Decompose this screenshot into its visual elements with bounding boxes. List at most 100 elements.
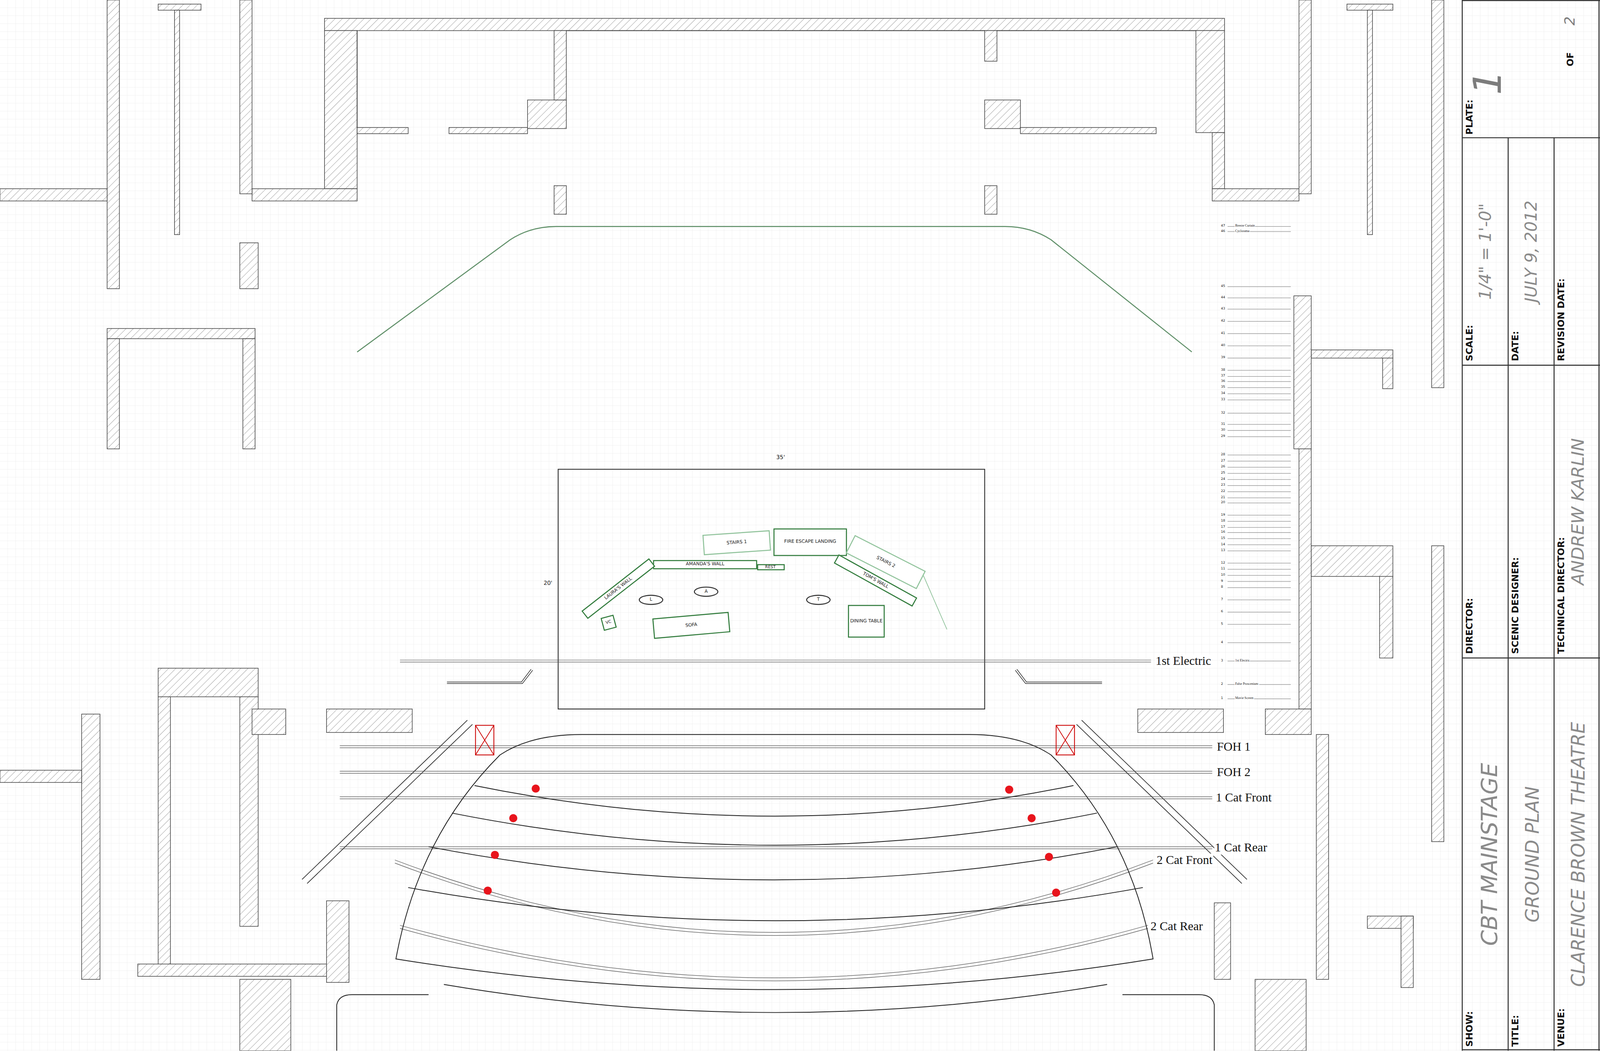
cyclorama [357, 226, 1192, 353]
field-value: CLARENCE BROWN THEATRE [1570, 722, 1590, 988]
vomitory [336, 995, 1215, 1051]
wall [1316, 734, 1329, 980]
lineset-number: 13 [1220, 549, 1226, 553]
field-value: ANDREW KARLIN [1570, 438, 1589, 586]
lineset-number: 44 [1220, 296, 1226, 300]
lineset-number: 35 [1220, 385, 1226, 390]
lineset-line [1227, 624, 1291, 625]
field-value: CBT MAINSTAGE [1477, 763, 1502, 947]
lineset-number: 8 [1220, 585, 1224, 590]
title-block-cell: VENUE:CLARENCE BROWN THEATRE [1554, 658, 1600, 1051]
scenic-wall: LAURA'S WALL [581, 558, 655, 620]
wall [1431, 545, 1444, 842]
lineset-line [1227, 370, 1291, 371]
walls [0, 0, 1444, 1051]
piece-label: REST [765, 565, 776, 570]
lineset-number: 31 [1220, 422, 1226, 427]
cell-rotator: DATE:JULY 9, 2012 [1508, 137, 1555, 366]
wall [240, 0, 253, 194]
lineset-number: 18 [1220, 519, 1226, 523]
wall [1311, 350, 1393, 359]
lineset-number: 6 [1220, 610, 1224, 614]
lineset-name: 1st Electric [1234, 659, 1251, 663]
lineset-number: 12 [1220, 561, 1226, 565]
lineset-line [1227, 587, 1291, 588]
cell-rotator: DIRECTOR: [1462, 365, 1508, 659]
actor-mark: T [806, 595, 831, 605]
wall [326, 900, 350, 983]
lineset-name: Breeze Curtain [1234, 225, 1256, 229]
piece-label: FIRE ESCAPE LANDING [784, 539, 837, 545]
field-value: GROUND PLAN [1523, 786, 1543, 923]
lineset-number: 39 [1220, 356, 1226, 360]
wall [174, 10, 180, 235]
wall [984, 100, 1021, 129]
wall [324, 18, 1225, 31]
wall [1367, 10, 1373, 235]
stair-rail [922, 573, 948, 630]
lineset-number: 23 [1220, 484, 1226, 488]
wall [984, 185, 997, 215]
wall [1212, 188, 1299, 201]
position-label: FOH 1 [1216, 740, 1251, 754]
lineset-line [1227, 544, 1291, 545]
lineset-name: Movie Screen [1234, 697, 1254, 701]
lineset-line [1227, 321, 1291, 322]
mark-letter: L [649, 597, 653, 603]
lineset-line [1227, 231, 1291, 232]
field-heading: TECHNICAL DIRECTOR: [1557, 537, 1567, 655]
wall [1020, 127, 1157, 134]
position-label: 1st Electric [1155, 655, 1212, 668]
catwalk [400, 925, 1148, 981]
auditorium-outline [395, 734, 1153, 990]
wall [158, 4, 202, 11]
lineset-number: 4 [1220, 641, 1224, 645]
wall [81, 714, 100, 980]
lineset-line [1227, 562, 1291, 564]
field-value: 1/4" = 1'-0" [1477, 203, 1495, 300]
lineset-line [1227, 569, 1291, 570]
lineset-number: 14 [1220, 543, 1226, 547]
lineset-number: 40 [1220, 344, 1226, 348]
lineset-line [1227, 515, 1291, 516]
title-block-cell: SHOW: CBT MAINSTAGE [1462, 658, 1508, 1051]
title-block-cell: DIRECTOR: [1462, 365, 1508, 659]
piece-label: VC [605, 619, 612, 625]
wall [1347, 4, 1393, 11]
lineset-number: 43 [1220, 307, 1226, 311]
room-outline [357, 30, 1196, 128]
position-dot [1005, 785, 1014, 795]
speaker-box [475, 725, 494, 755]
scenic-wall: AMANDA'S WALL [652, 559, 758, 569]
cell-rotator: TECHNICAL DIRECTOR:ANDREW KARLIN [1554, 365, 1600, 659]
furniture: SOFA [651, 612, 730, 640]
actor-mark: A [693, 586, 719, 597]
lineset-line [1227, 479, 1291, 480]
lineset-number: 27 [1220, 459, 1226, 463]
lineset-number: 7 [1220, 598, 1224, 602]
speaker-x [1056, 725, 1075, 755]
lineset-number: 5 [1220, 622, 1224, 627]
lineset-number: 37 [1220, 375, 1226, 379]
scenic-wall: TOM'S WALL [833, 554, 918, 608]
lineset-number: 3 [1220, 659, 1224, 663]
wall [1195, 30, 1225, 133]
lineset-line [1227, 660, 1291, 662]
field-value: 1 [1468, 70, 1510, 95]
field-heading: DIRECTOR: [1465, 598, 1475, 655]
seating-row [408, 887, 1143, 922]
position-label: 1 Cat Front [1215, 791, 1273, 805]
piece-label: STAIRS 1 [726, 539, 748, 546]
lineset-line [1227, 309, 1291, 310]
piece-label: LAURA'S WALL [603, 576, 633, 602]
lineset-name: False Proscenium [1234, 682, 1259, 687]
furniture: VC [600, 614, 617, 631]
field-heading: SHOW: [1465, 1011, 1475, 1048]
lineset-line [1227, 502, 1291, 504]
lineset-line [1227, 430, 1291, 431]
lighting-position [340, 847, 1213, 850]
lineset-number: 30 [1220, 428, 1226, 433]
position-label: 2 Cat Rear [1150, 920, 1204, 933]
